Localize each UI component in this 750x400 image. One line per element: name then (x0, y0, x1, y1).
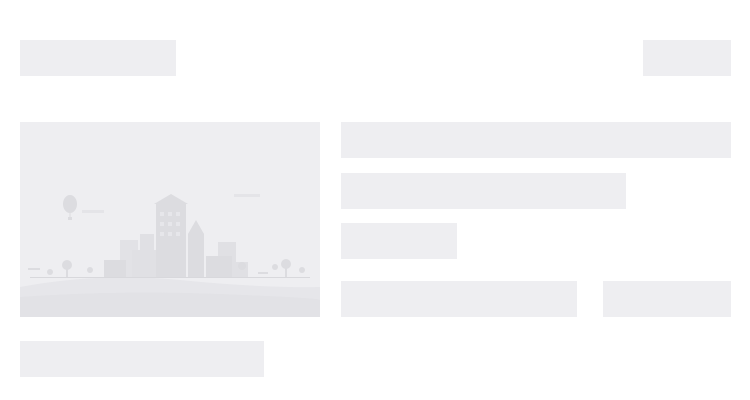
header-action-placeholder (643, 40, 731, 76)
title-line-placeholder (341, 122, 731, 158)
action-button-placeholder (603, 281, 731, 317)
subtitle-line-placeholder (341, 173, 626, 209)
header-title-placeholder (20, 40, 176, 76)
footer-line-placeholder (20, 341, 264, 377)
city-skyline-illustration-icon (20, 194, 320, 317)
image-placeholder (20, 122, 320, 317)
meta-line-placeholder (341, 223, 457, 259)
detail-line-placeholder (341, 281, 577, 317)
